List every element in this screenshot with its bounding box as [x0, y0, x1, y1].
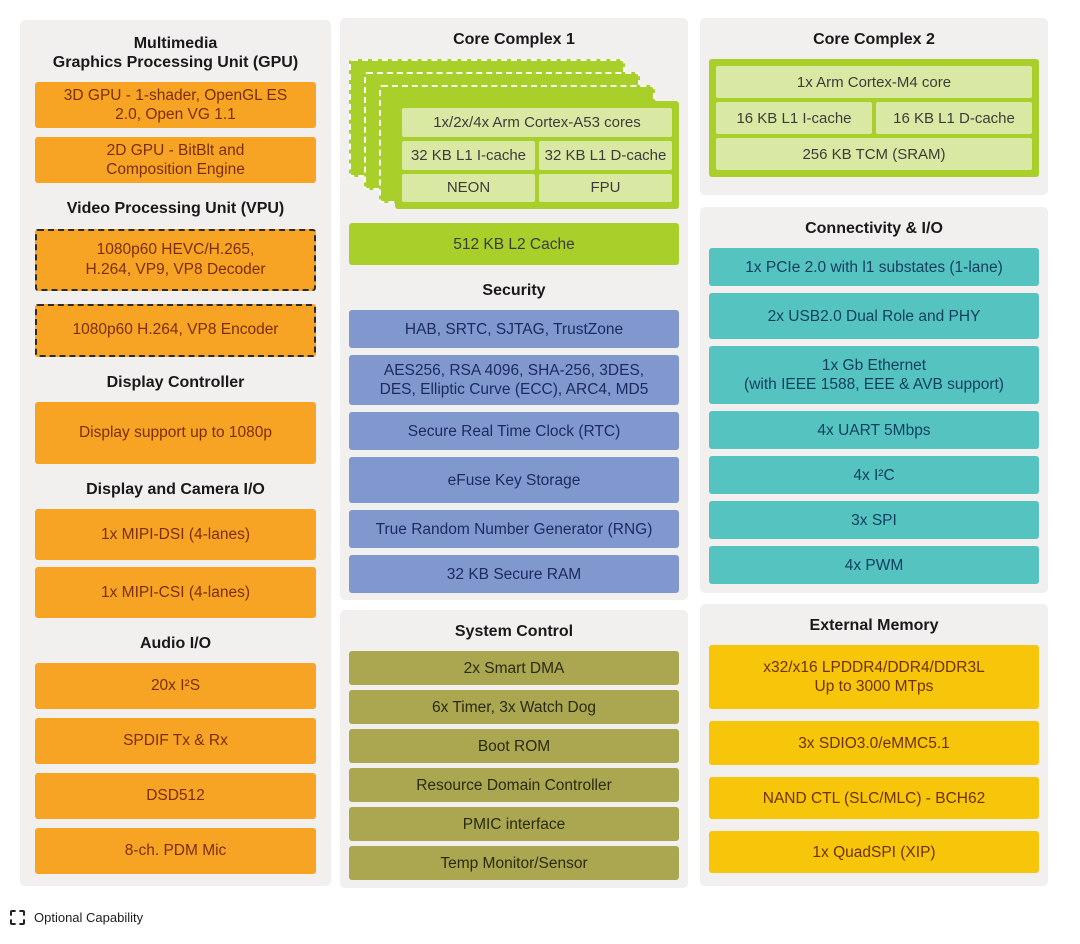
panel-system-control: System Control 2x Smart DMA 6x Timer, 3x…	[340, 610, 688, 888]
legend-optional-capability: Optional Capability	[10, 910, 143, 925]
block-neon: NEON	[402, 173, 535, 203]
block-pdm-mic: 8-ch. PDM Mic	[35, 828, 316, 875]
block-lpddr4: x32/x16 LPDDR4/DDR4/DDR3L Up to 3000 MTp…	[709, 645, 1039, 710]
header-vpu: Video Processing Unit (VPU)	[66, 200, 285, 218]
block-mipi-csi: 1x MIPI-CSI (4-lanes)	[35, 566, 316, 618]
block-hab-trustzone: HAB, SRTC, SJTAG, TrustZone	[349, 310, 679, 349]
block-display-support: Display support up to 1080p	[35, 401, 316, 464]
block-gb-ethernet: 1x Gb Ethernet (with IEEE 1588, EEE & AV…	[709, 346, 1039, 405]
block-tcm-sram: 256 KB TCM (SRAM)	[716, 138, 1032, 171]
block-resource-domain-controller: Resource Domain Controller	[349, 768, 679, 803]
block-efuse: eFuse Key Storage	[349, 457, 679, 504]
panel-connectivity-io: Connectivity & I/O 1x PCIe 2.0 with l1 s…	[700, 207, 1048, 593]
block-video-decoder: 1080p60 HEVC/H.265, H.264, VP9, VP8 Deco…	[35, 228, 316, 291]
block-smart-dma: 2x Smart DMA	[349, 651, 679, 686]
block-mipi-dsi: 1x MIPI-DSI (4-lanes)	[35, 508, 316, 560]
header-security: Security	[482, 282, 546, 300]
core-complex-1-stack: 1x/2x/4x Arm Cortex-A53 cores 32 KB L1 I…	[349, 59, 679, 210]
block-secure-ram: 32 KB Secure RAM	[349, 555, 679, 594]
panel-external-memory: External Memory x32/x16 LPDDR4/DDR4/DDR3…	[700, 604, 1048, 886]
block-2d-gpu: 2D GPU - BitBlt and Composition Engine	[35, 137, 316, 184]
block-temp-monitor: Temp Monitor/Sensor	[349, 846, 679, 881]
block-i2c: 4x I²C	[709, 456, 1039, 495]
block-cc2-dcache: 16 KB L1 D-cache	[876, 102, 1032, 135]
panel-multimedia: Multimedia Graphics Processing Unit (GPU…	[20, 20, 331, 886]
block-usb: 2x USB2.0 Dual Role and PHY	[709, 293, 1039, 340]
block-video-encoder: 1080p60 H.264, VP8 Encoder	[35, 303, 316, 357]
block-3d-gpu: 3D GPU - 1-shader, OpenGL ES 2.0, Open V…	[35, 82, 316, 129]
panel-core-complex-1-security: Core Complex 1 1x/2x/4x Arm Cortex-A53 c…	[340, 18, 688, 600]
block-l2-cache: 512 KB L2 Cache	[349, 223, 679, 266]
core-complex-1-card: 1x/2x/4x Arm Cortex-A53 cores 32 KB L1 I…	[395, 101, 679, 210]
block-boot-rom: Boot ROM	[349, 729, 679, 764]
block-fpu: FPU	[539, 173, 672, 203]
header-core-complex-1: Core Complex 1	[453, 31, 575, 48]
block-rng: True Random Number Generator (RNG)	[349, 510, 679, 549]
block-secure-rtc: Secure Real Time Clock (RTC)	[349, 412, 679, 451]
header-external-memory: External Memory	[809, 617, 939, 634]
block-cc1-icache: 32 KB L1 I-cache	[402, 140, 535, 170]
block-dsd512: DSD512	[35, 773, 316, 820]
header-system-control: System Control	[454, 623, 574, 640]
block-pmic-interface: PMIC interface	[349, 807, 679, 842]
block-sdio-emmc: 3x SDIO3.0/eMMC5.1	[709, 721, 1039, 766]
header-core-complex-2: Core Complex 2	[813, 31, 935, 48]
header-display-camera-io: Display and Camera I/O	[86, 480, 265, 498]
header-multimedia-gpu: Multimedia Graphics Processing Unit (GPU…	[52, 35, 299, 72]
panel-core-complex-2: Core Complex 2 1x Arm Cortex-M4 core 16 …	[700, 18, 1048, 195]
block-nand-ctl: NAND CTL (SLC/MLC) - BCH62	[709, 777, 1039, 820]
legend-label: Optional Capability	[34, 910, 144, 925]
block-cortex-a53: 1x/2x/4x Arm Cortex-A53 cores	[402, 108, 672, 137]
header-audio-io: Audio I/O	[139, 634, 212, 652]
block-quadspi: 1x QuadSPI (XIP)	[709, 831, 1039, 874]
header-connectivity-io: Connectivity & I/O	[805, 220, 943, 237]
block-cc2-icache: 16 KB L1 I-cache	[716, 102, 872, 135]
block-i2s: 20x I²S	[35, 663, 316, 710]
block-uart: 4x UART 5Mbps	[709, 411, 1039, 450]
header-display-controller: Display Controller	[106, 373, 245, 391]
block-pcie: 1x PCIe 2.0 with l1 substates (1-lane)	[709, 248, 1039, 287]
block-spi: 3x SPI	[709, 501, 1039, 540]
block-cc1-dcache: 32 KB L1 D-cache	[539, 140, 672, 170]
block-spdif: SPDIF Tx & Rx	[35, 718, 316, 765]
block-cortex-m4: 1x Arm Cortex-M4 core	[716, 66, 1032, 99]
block-timer-watchdog: 6x Timer, 3x Watch Dog	[349, 690, 679, 725]
core-complex-2-card: 1x Arm Cortex-M4 core 16 KB L1 I-cache 1…	[709, 59, 1039, 178]
optional-capability-swatch-icon	[10, 910, 25, 925]
block-pwm: 4x PWM	[709, 546, 1039, 585]
block-crypto: AES256, RSA 4096, SHA-256, 3DES, DES, El…	[349, 355, 679, 406]
